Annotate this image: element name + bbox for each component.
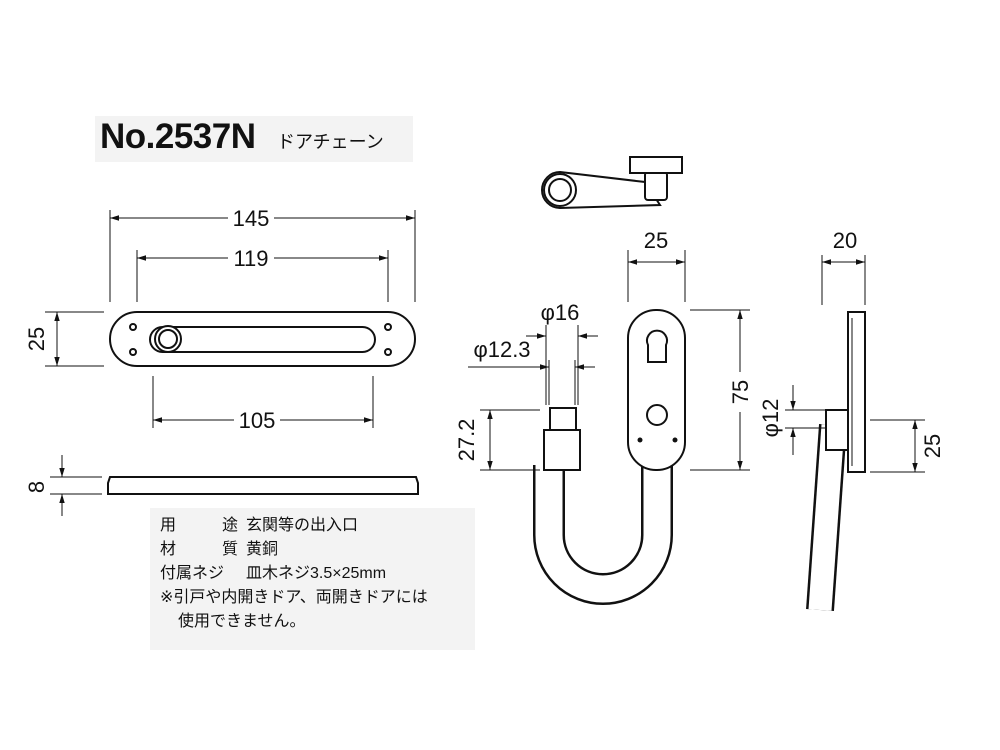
chain-front-view <box>533 309 686 605</box>
product-name: ドアチェーン <box>277 132 384 152</box>
dim-plate-width: 25 <box>24 327 49 351</box>
spec-label: 途 <box>221 517 238 534</box>
chain-side-view <box>806 311 866 611</box>
spec-label: 付属ネジ <box>160 565 225 582</box>
front-dimension-lines <box>468 250 750 471</box>
slide-plate-top-view <box>109 311 416 367</box>
side-dimension-lines <box>785 255 925 473</box>
spec-note-continued: 使用できません。 <box>178 613 306 630</box>
dim-side-depth: 20 <box>833 228 857 253</box>
spec-note: ※引戸や内開きドア、両開きドアには <box>160 589 428 606</box>
dim-base-width: 25 <box>644 228 668 253</box>
spec-value: 皿木ネジ3.5×25mm <box>246 565 387 582</box>
dim-knob-shaft-diameter: φ12.3 <box>473 337 530 362</box>
spec-background <box>150 508 475 650</box>
dim-plate-length: 145 <box>233 206 270 231</box>
spec-label: 材 <box>160 541 177 558</box>
spec-value: 黄銅 <box>246 541 279 558</box>
dim-base-height: 75 <box>728 380 753 404</box>
dim-slot-length: 105 <box>239 408 276 433</box>
spec-label: 用 <box>160 517 177 534</box>
spec-use: 用 途 玄関等の出入口 <box>160 514 428 538</box>
title-background <box>95 116 413 162</box>
spec-label: 質 <box>221 541 238 558</box>
dim-pin-diameter: φ12 <box>758 399 783 438</box>
model-number: No.2537N <box>100 117 256 156</box>
chain-top-view <box>541 156 683 210</box>
slide-plate-side-view <box>107 476 419 495</box>
dim-knob-diameter: φ16 <box>541 300 580 325</box>
dim-hole-pitch: 119 <box>233 246 268 271</box>
dim-plate-thickness: 8 <box>24 481 49 493</box>
spec-value: 玄関等の出入口 <box>246 517 359 534</box>
spec-material: 材 質 黄銅 <box>160 538 428 562</box>
dim-side-height: 25 <box>920 434 945 458</box>
plate-dimension-lines <box>45 210 416 516</box>
spec-list: 用 途 玄関等の出入口 材 質 黄銅 付属ネジ 皿木ネジ3.5×25mm ※引戸や内… <box>160 514 428 634</box>
dim-knob-height: 27.2 <box>454 419 479 462</box>
spec-screw: 付属ネジ 皿木ネジ3.5×25mm <box>160 562 428 586</box>
